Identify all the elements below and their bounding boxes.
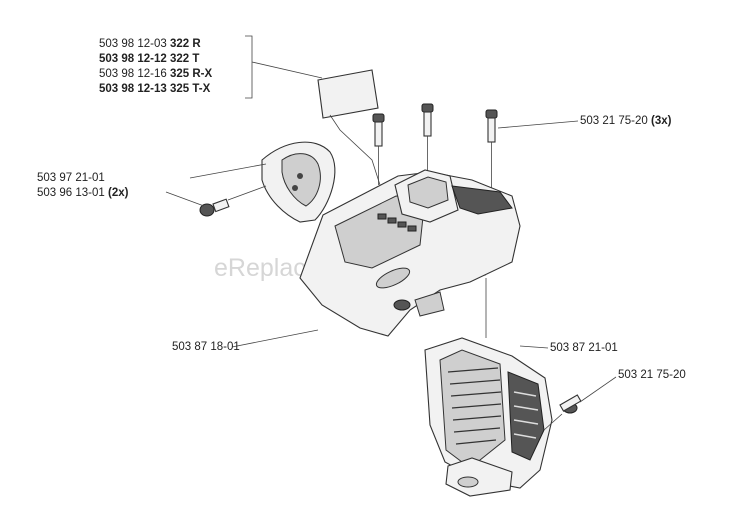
screw-top-label: 503 21 75-20 (3x) [580,115,672,127]
cover-label: 503 97 21-01 [37,172,105,184]
housing-leader [231,329,319,348]
part-number: 503 87 21-01 [550,342,618,354]
decal-bracket [245,35,253,99]
housing-label: 503 87 18-01 [172,341,240,353]
part-number: 503 98 12-13 [99,83,167,95]
svg-text:503 98 12-03 322 R: 503 98 12-03 322 R [99,38,201,50]
part-number: 503 87 18-01 [172,341,240,353]
part-number: 503 98 12-16 [99,68,167,80]
part-number: 503 98 12-03 [99,38,167,50]
vent-label: 503 87 21-01 [550,342,618,354]
screw-single [559,394,582,414]
small-screw [199,198,230,217]
model-label: 322 R [170,38,201,50]
small-cover [261,141,336,223]
decal-leader [251,61,323,79]
screw-single-label: 503 21 75-20 [618,369,686,381]
svg-text:503 98 12-16 325 R-X: 503 98 12-16 325 R-X [99,68,213,80]
decal-plate [317,69,379,119]
part-number: 503 97 21-01 [37,172,105,184]
screw-single-axis [543,413,563,431]
screw-top-1 [372,113,385,185]
quantity: (2x) [108,187,129,199]
decal-label-1: 503 98 12-03 322 R [99,38,201,50]
quantity: (3x) [651,115,672,127]
small-screw-label: 503 96 13-01 (2x) [37,187,129,199]
screw-single-leader [579,376,617,403]
svg-text:503 98 12-12 322 T: 503 98 12-12 322 T [99,53,199,65]
decal-to-housing-line [329,114,381,186]
model-label: 325 R-X [170,68,213,80]
part-number: 503 21 75-20 [618,369,686,381]
main-housing [299,169,521,337]
screw-top-leader [497,120,579,129]
cover-leader [189,163,267,179]
small-screw-axis [227,185,267,201]
vent-leader [519,345,549,349]
decal-label-2: 503 98 12-12 322 T [99,53,199,65]
svg-text:503 98 12-13 325 T-X: 503 98 12-13 325 T-X [99,83,211,95]
vent-cover [424,337,553,497]
decal-label-3: 503 98 12-16 325 R-X [99,68,213,80]
small-screw-leader [165,191,205,207]
model-label: 322 T [170,53,199,65]
part-number: 503 98 12-12 [99,53,167,65]
model-label: 325 T-X [170,83,211,95]
part-number: 503 96 13-01 [37,187,105,199]
part-number: 503 21 75-20 [580,115,648,127]
decal-label-4: 503 98 12-13 325 T-X [99,83,211,95]
screw-top-2 [421,103,434,178]
